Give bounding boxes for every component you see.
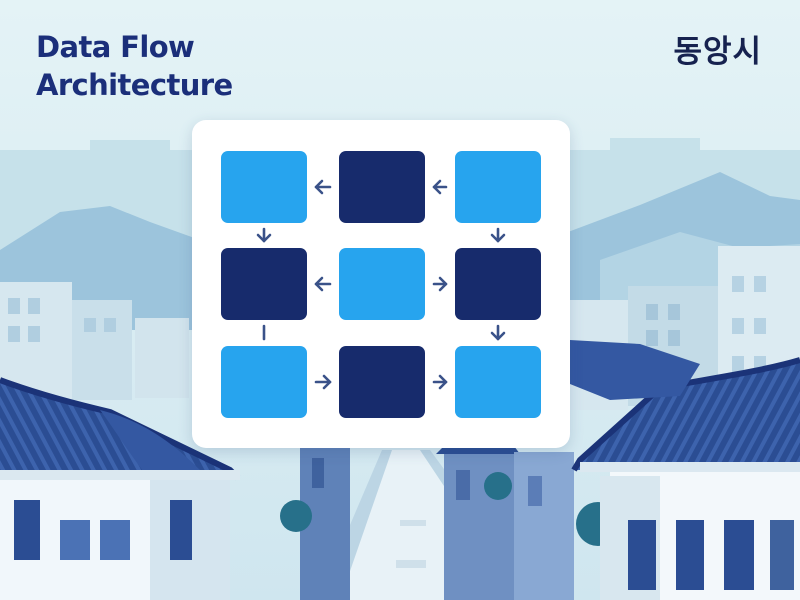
flow-node-r1c2 [339, 151, 425, 223]
flow-node-r3c1 [221, 346, 307, 418]
flow-arrow-r2c2-to-r2c1 [314, 276, 332, 292]
flow-arrow-r1c1-to-r2c1 [256, 227, 272, 243]
flow-arrow-r1c3-to-r2c3 [490, 227, 506, 243]
flow-arrow-r3c2-to-r3c3 [432, 374, 448, 390]
flow-node-r2c1 [221, 248, 307, 320]
flow-node-r3c3 [455, 346, 541, 418]
flow-node-r3c2 [339, 346, 425, 418]
title-line-2: Architecture [36, 68, 233, 102]
street-buildings-right [436, 438, 620, 600]
flow-arrow-r3c1-to-r3c2 [314, 374, 332, 390]
flow-arrow-r1c2-to-r1c1 [314, 179, 332, 195]
page-title: Data Flow Architecture [36, 28, 336, 104]
flow-node-r2c2 [339, 248, 425, 320]
city-label: 동앙시 [673, 34, 762, 70]
flow-arrow-r1c3-to-r1c2 [432, 179, 448, 195]
flow-arrow-r2c2-to-r2c3 [432, 276, 448, 292]
hanok-left [0, 377, 241, 600]
flow-arrow-r2c3-to-r3c3 [490, 324, 506, 341]
flow-node-r1c3 [455, 151, 541, 223]
flow-node-r2c3 [455, 248, 541, 320]
title-line-1: Data Flow [36, 30, 195, 64]
flow-node-r1c1 [221, 151, 307, 223]
diagram-card [192, 120, 570, 448]
diagram-edges [256, 179, 506, 390]
